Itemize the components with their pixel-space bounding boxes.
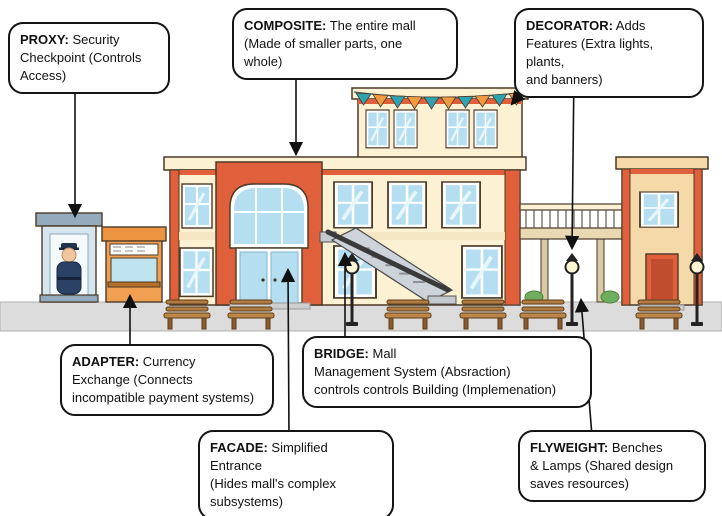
guard-figure [56, 243, 82, 295]
window [444, 108, 471, 150]
shop-window [460, 244, 504, 300]
escalator-handrail [325, 229, 451, 293]
window [180, 182, 214, 230]
window [386, 180, 429, 230]
callout-proxy-title: PROXY: [20, 32, 69, 47]
callout-decorator-body: Adds Features (Extra lights, plants, and… [526, 18, 654, 87]
callout-flyweight-body: Benches & Lamps (Shared design saves res… [530, 440, 674, 491]
exchange-rate-sign [109, 243, 159, 256]
escalator [319, 227, 457, 305]
window [472, 108, 499, 150]
callout-flyweight: FLYWEIGHT: Benches & Lamps (Shared desig… [518, 430, 706, 502]
callout-proxy: PROXY: Security Checkpoint (Controls Acc… [8, 22, 170, 94]
kiosk-window [110, 257, 158, 283]
callout-composite-body: The entire mall (Made of smaller parts, … [244, 18, 416, 69]
callout-composite: COMPOSITE: The entire mall (Made of smal… [232, 8, 458, 80]
callout-facade-body: Simplified Entrance (Hides mall's comple… [210, 440, 337, 509]
callout-decorator-title: DECORATOR: [526, 18, 613, 33]
window [440, 180, 483, 230]
currency-kiosk [101, 226, 167, 303]
bush [600, 290, 620, 304]
window [638, 190, 681, 230]
callout-composite-title: COMPOSITE: [244, 18, 327, 33]
callout-bridge-title: BRIDGE: [314, 346, 369, 361]
security-booth [35, 212, 103, 303]
ground [0, 301, 722, 332]
callout-adapter: ADAPTER: Currency Exchange (Connects inc… [60, 344, 274, 416]
shop-window [178, 246, 215, 299]
callout-facade-title: FACADE: [210, 440, 268, 455]
callout-flyweight-title: FLYWEIGHT: [530, 440, 609, 455]
callout-adapter-body: Currency Exchange (Connects incompatible… [72, 354, 255, 405]
callout-adapter-title: ADAPTER: [72, 354, 140, 369]
window [332, 180, 375, 230]
callout-bridge-body: Mall Management System (Absraction) cont… [314, 346, 557, 397]
callout-facade: FACADE: Simplified Entrance (Hides mall'… [198, 430, 394, 516]
callout-decorator: DECORATOR: Adds Features (Extra lights, … [514, 8, 704, 98]
decorator-arrow-lamp [564, 69, 580, 251]
mall-top-floor [351, 87, 529, 159]
callout-bridge: BRIDGE: Mall Management System (Absracti… [302, 336, 592, 408]
right-tower [615, 156, 709, 311]
mall-entrance [215, 161, 323, 310]
banner-bunting [353, 91, 527, 110]
callout-proxy-body: Security Checkpoint (Controls Access) [20, 32, 142, 83]
window [392, 108, 419, 150]
window [364, 108, 391, 150]
facade-arrow [280, 267, 296, 437]
